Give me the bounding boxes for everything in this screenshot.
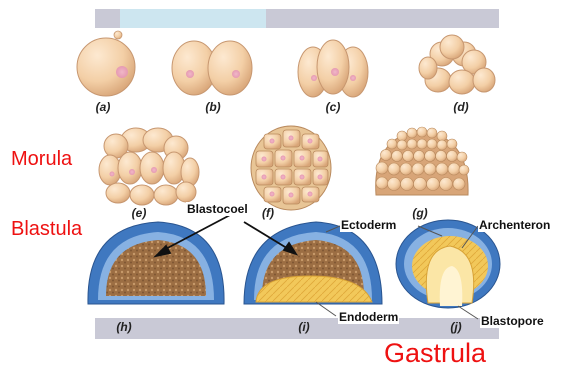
stage-h-blastula-section xyxy=(88,222,224,304)
annotation-endoderm: Endoderm xyxy=(338,310,399,324)
stage-label-i: (i) xyxy=(298,320,309,334)
stage-label-e: (e) xyxy=(132,206,147,220)
stage-c-four-cell xyxy=(298,40,368,97)
stage-label-d: (d) xyxy=(453,100,468,114)
phase-label-blastula: Blastula xyxy=(11,218,82,241)
stage-label-c: (c) xyxy=(326,100,341,114)
stage-e-morula xyxy=(99,128,199,205)
stage-a-zygote xyxy=(77,31,135,96)
annotation-archenteron: Archenteron xyxy=(478,218,551,232)
stage-f-section xyxy=(251,126,331,210)
stage-label-j: (j) xyxy=(450,320,461,334)
stage-label-b: (b) xyxy=(205,100,220,114)
stage-label-g: (g) xyxy=(412,206,427,220)
stage-j-late-gastrula xyxy=(396,220,500,308)
phase-label-gastrula: Gastrula xyxy=(384,338,486,369)
annotation-blastopore: Blastopore xyxy=(480,314,545,328)
stage-label-a: (a) xyxy=(96,100,111,114)
stage-g-blastula-exterior xyxy=(376,127,469,195)
annotation-ectoderm: Ectoderm xyxy=(340,218,397,232)
annotation-blastocoel: Blastocoel xyxy=(186,202,249,216)
stage-d-eight-cell xyxy=(419,35,495,94)
stage-label-f: (f) xyxy=(262,206,274,220)
stage-b-two-cell xyxy=(172,41,252,95)
phase-label-morula: Morula xyxy=(11,148,72,171)
stage-label-h: (h) xyxy=(116,320,131,334)
